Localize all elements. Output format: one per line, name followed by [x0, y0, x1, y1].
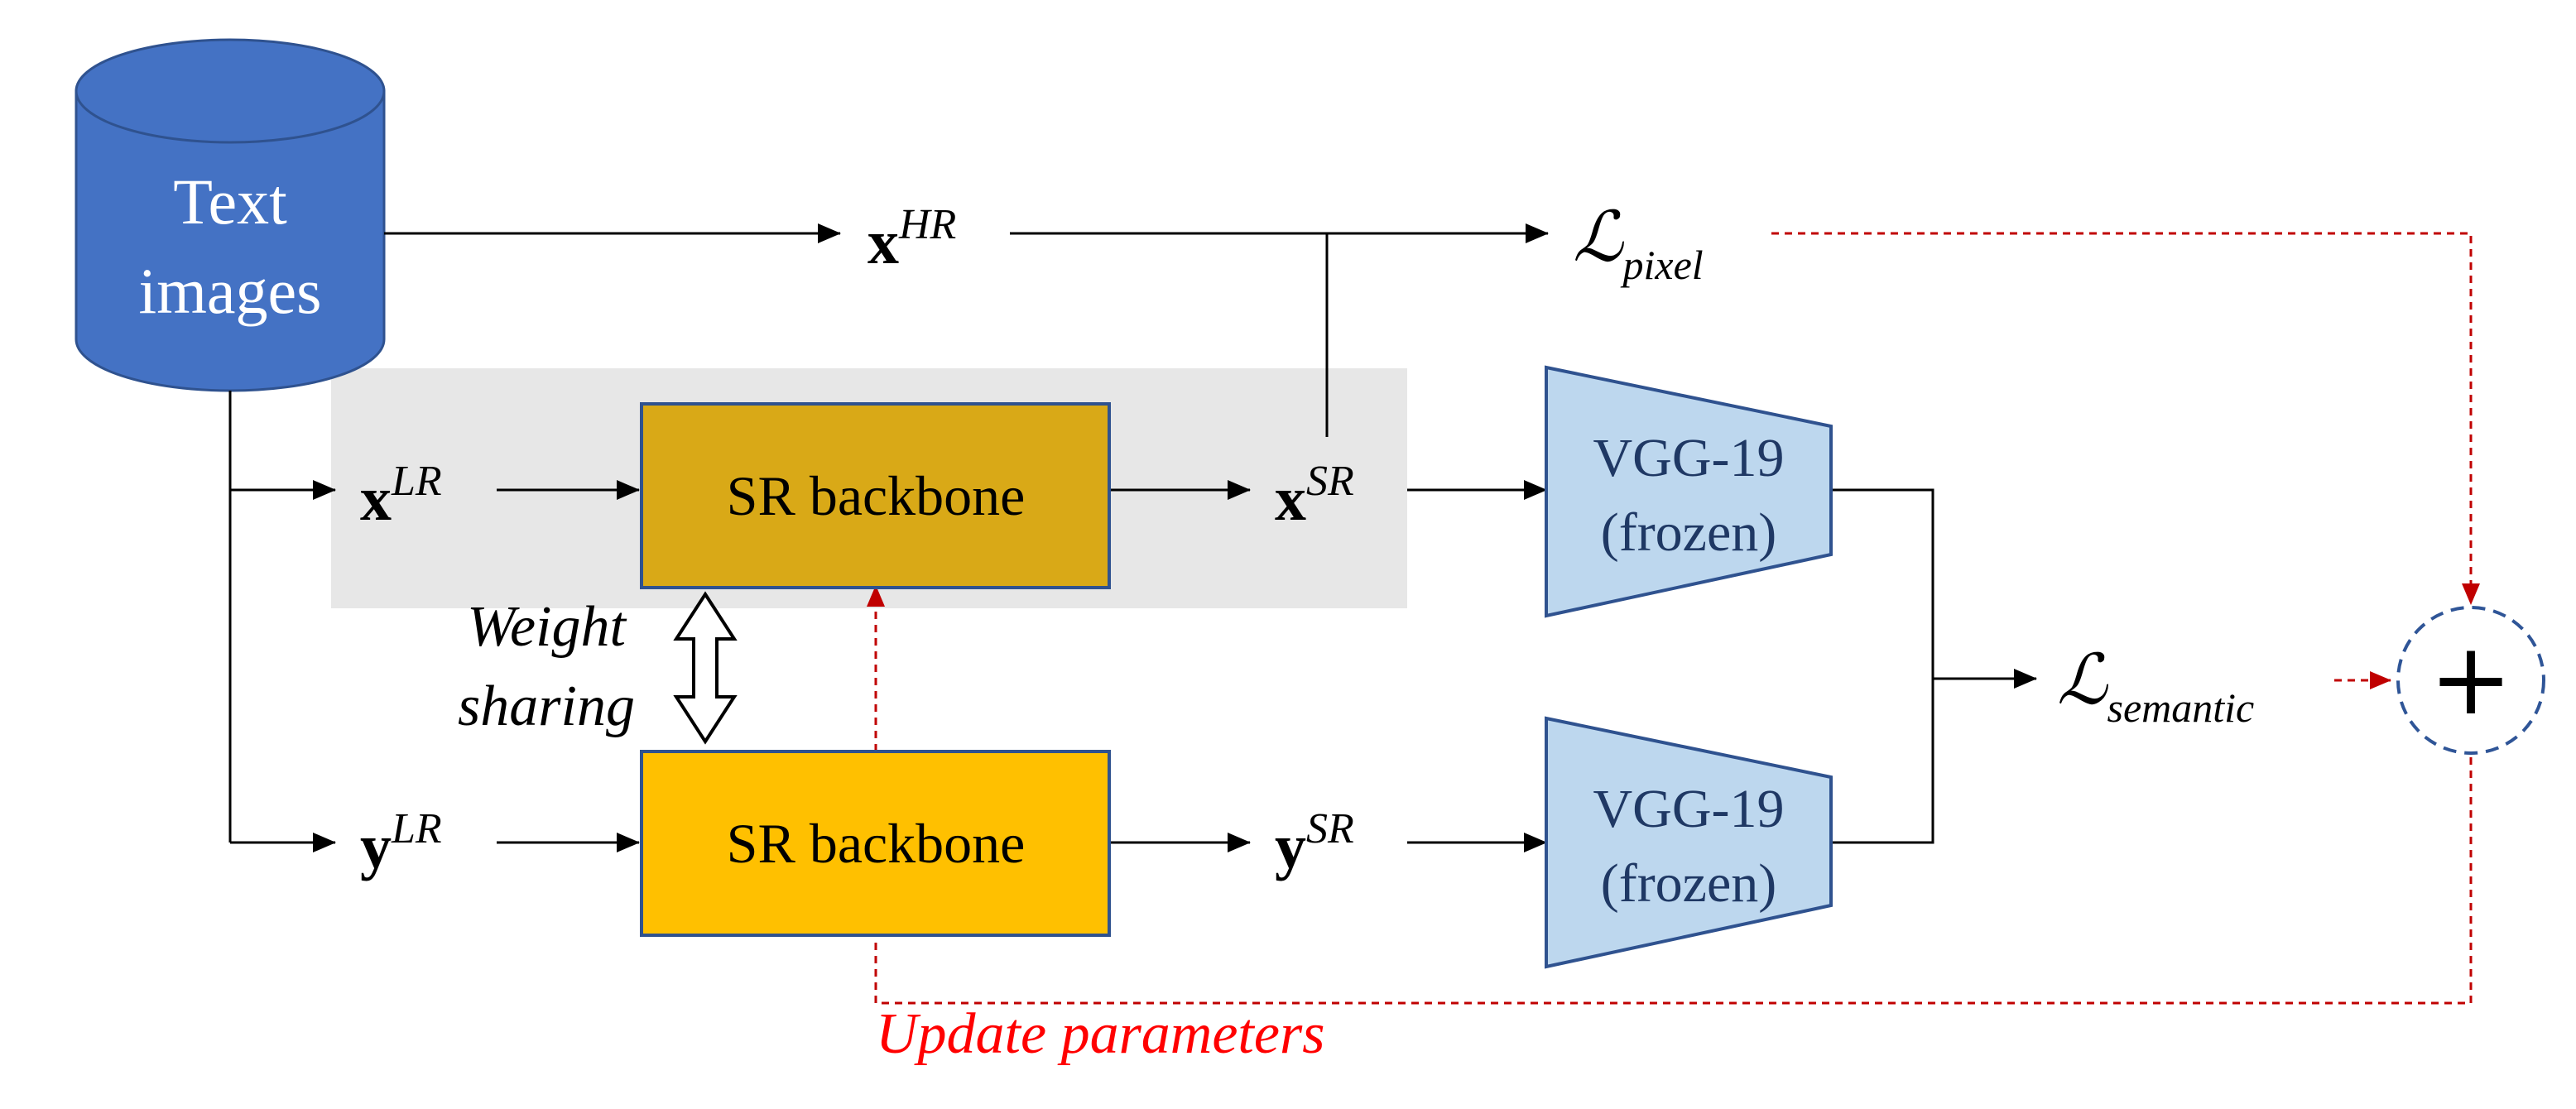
x-lr-label: xLR	[360, 458, 442, 534]
vgg19-bottom	[1545, 716, 1833, 969]
weight-sharing-label-line2: sharing	[458, 675, 635, 738]
text-images-database: Text images	[74, 38, 386, 392]
vgg19-bottom-label-line2: (frozen)	[1601, 853, 1777, 914]
x-sr-label: xSR	[1275, 458, 1354, 534]
sr-backbone-bottom-label: SR backbone	[727, 812, 1026, 875]
sr-backbone-top-label: SR backbone	[727, 464, 1026, 527]
weight-sharing-double-arrow	[673, 591, 738, 745]
pixel-loss-label: ℒpixel	[1573, 199, 1704, 288]
semantic-loss-label: ℒsemantic	[2057, 642, 2254, 731]
sr-backbone-top	[640, 402, 1111, 589]
weight-sharing-label-line1: Weight	[467, 595, 627, 659]
y-lr-label: yLR	[360, 805, 442, 881]
vgg-bottom-to-join-line	[1831, 679, 1934, 844]
vgg19-top	[1545, 365, 1833, 618]
database-label-line2: images	[139, 255, 322, 327]
pixel-loss-to-sum-dashed	[1771, 232, 2480, 605]
connectors	[228, 223, 2037, 852]
vgg19-top-label-line1: VGG-19	[1593, 428, 1785, 488]
feedback-paths	[867, 232, 2480, 1005]
update-parameters-label: Update parameters	[876, 1002, 1324, 1066]
vgg19-top-label-line2: (frozen)	[1601, 502, 1777, 563]
database-label-line1: Text	[173, 166, 287, 238]
vgg19-bottom-label-line1: VGG-19	[1593, 779, 1785, 839]
x-hr-label: xHR	[867, 201, 956, 277]
vgg-top-to-join-line	[1831, 488, 1934, 679]
sum-to-backbone-dashed	[867, 585, 2473, 1005]
sr-backbone-bottom	[640, 750, 1111, 937]
sum-node-circle	[2396, 606, 2545, 755]
y-sr-label: ySR	[1275, 805, 1354, 881]
sum-symbol: +	[2429, 622, 2513, 737]
